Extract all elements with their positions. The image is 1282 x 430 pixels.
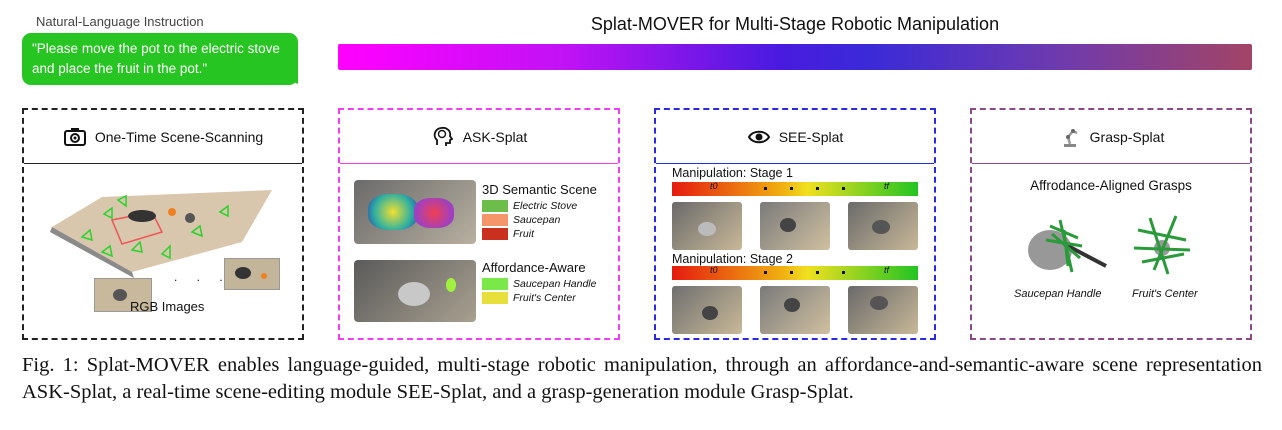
eye-icon bbox=[747, 130, 770, 143]
point-cloud-scene bbox=[50, 190, 272, 278]
panel-title: SEE-Splat bbox=[778, 128, 844, 145]
panel-header: One-Time Scene-Scanning bbox=[24, 110, 302, 164]
legend-swatch bbox=[482, 200, 508, 212]
tick bbox=[816, 187, 819, 190]
robot-arm-icon bbox=[1063, 128, 1078, 147]
legend-item: Electric Stove bbox=[482, 200, 577, 212]
instruction-text: "Please move the pot to the electric sto… bbox=[32, 41, 280, 76]
page-title: Splat-MOVER for Multi-Stage Robotic Mani… bbox=[590, 14, 1000, 34]
legend-item: Saucepan bbox=[482, 214, 560, 226]
stage1-progress-bar: t0 tf bbox=[672, 181, 918, 196]
stage2-progress-bar: t0 tf bbox=[672, 265, 918, 280]
pipeline-gradient-bar bbox=[338, 44, 1252, 70]
stage2-frame-3 bbox=[848, 286, 918, 334]
legend-swatch bbox=[482, 292, 508, 304]
stage1-tf: tf bbox=[884, 181, 890, 191]
saucepan-handle-label: Saucepan Handle bbox=[1014, 288, 1102, 300]
saucepan-grasp-visual bbox=[1028, 219, 1107, 273]
tick bbox=[790, 271, 793, 274]
panel-grasp-splat: Grasp-Splat Affrodance-Aligned Grasps Sa… bbox=[970, 108, 1252, 340]
legend-item: Fruit bbox=[482, 228, 534, 240]
affordance-scene-image bbox=[354, 260, 476, 322]
panel-title: ASK-Splat bbox=[462, 128, 528, 145]
stage2-frame-1 bbox=[672, 286, 742, 334]
legend-swatch bbox=[482, 278, 508, 290]
instruction-label: Natural-Language Instruction bbox=[36, 14, 204, 29]
tick bbox=[764, 187, 767, 190]
panel-header: SEE-Splat bbox=[656, 110, 934, 164]
stage2-title: Manipulation: Stage 2 bbox=[672, 252, 793, 266]
stage1-frame-3 bbox=[848, 202, 918, 250]
rgb-image-2 bbox=[224, 258, 280, 290]
stage1-frame-2 bbox=[760, 202, 830, 250]
figure-caption: Fig. 1: Splat-MOVER enables language-gui… bbox=[22, 354, 1262, 403]
fruit-center-label: Fruit's Center bbox=[1132, 288, 1198, 300]
stage2-frame-2 bbox=[760, 286, 830, 334]
stage1-t0: t0 bbox=[710, 181, 718, 191]
panel-scene-scanning: One-Time Scene-Scanning . . . RGB Images bbox=[22, 108, 304, 340]
tick bbox=[842, 271, 845, 274]
tick bbox=[816, 271, 819, 274]
instruction-bubble: "Please move the pot to the electric sto… bbox=[22, 33, 298, 85]
stage1-title: Manipulation: Stage 1 bbox=[672, 166, 793, 180]
panel-title: Grasp-Splat bbox=[1089, 128, 1165, 145]
grasp-subtitle: Affrodance-Aligned Grasps bbox=[1030, 178, 1192, 193]
tick bbox=[842, 187, 845, 190]
camera-icon bbox=[63, 127, 86, 146]
image-ellipsis: . . . bbox=[174, 270, 231, 284]
panel-see-splat: SEE-Splat Manipulation: Stage 1 t0 tf Ma… bbox=[654, 108, 936, 340]
legend-item: Fruit's Center bbox=[482, 292, 576, 304]
fruit-grasp-visual bbox=[1133, 215, 1191, 275]
stage2-t0: t0 bbox=[710, 265, 718, 275]
semantic-scene-image bbox=[354, 180, 476, 244]
semantic-legend-title: 3D Semantic Scene bbox=[482, 182, 597, 197]
brain-head-icon bbox=[433, 126, 454, 146]
stage1-frame-1 bbox=[672, 202, 742, 250]
panel-header: Grasp-Splat bbox=[972, 110, 1250, 164]
legend-swatch bbox=[482, 228, 508, 240]
bubble-tail bbox=[268, 70, 298, 84]
legend-item: Saucepan Handle bbox=[482, 278, 596, 290]
stage2-tf: tf bbox=[884, 265, 890, 275]
affordance-legend-title: Affordance-Aware bbox=[482, 260, 586, 275]
tick bbox=[764, 271, 767, 274]
legend-swatch bbox=[482, 214, 508, 226]
rgb-images-label: RGB Images bbox=[130, 299, 205, 314]
panel-header: ASK-Splat bbox=[340, 110, 618, 164]
tick bbox=[790, 187, 793, 190]
panel-ask-splat: ASK-Splat 3D Semantic Scene Electric Sto… bbox=[338, 108, 620, 340]
rgb-image-1 bbox=[94, 278, 152, 312]
panel-title: One-Time Scene-Scanning bbox=[94, 128, 264, 145]
